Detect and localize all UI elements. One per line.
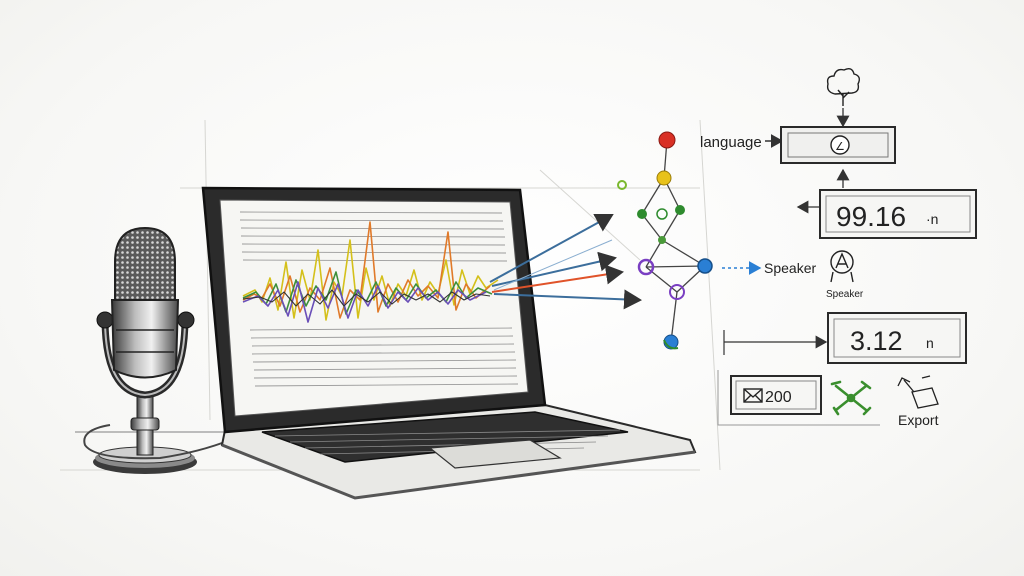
waveform-dark [242, 289, 491, 307]
node-purple-left [637, 258, 655, 276]
tree-icon [826, 67, 861, 106]
microphone [83, 226, 231, 474]
mail-icon [743, 388, 763, 403]
export-icon [897, 375, 939, 409]
arrow-to-green-node [489, 213, 614, 283]
value-2-unit: n [926, 335, 934, 351]
top-box-symbol: ∠ [835, 141, 845, 153]
waveform-purple [242, 281, 487, 323]
speaker-caption: Speaker [826, 289, 864, 300]
node-green-right [675, 205, 685, 215]
node-blue-right [697, 258, 713, 274]
tools-icon [830, 380, 872, 416]
laptop [201, 186, 697, 500]
node-yellow [656, 170, 672, 186]
node-green-hollow [656, 208, 668, 220]
screen-text-lines [239, 211, 519, 387]
value-1-unit: ·n [926, 211, 938, 227]
node-bottom-accent [663, 339, 679, 350]
arrow-to-purple-node [491, 251, 617, 287]
value-box-1 [819, 189, 977, 239]
value-2-number: 3.12 [850, 326, 903, 356]
arrow-to-lower-node [493, 289, 642, 310]
node-green-small [617, 180, 627, 190]
waveforms [242, 221, 499, 323]
file-box [730, 375, 822, 415]
label-export: Export [898, 412, 939, 428]
speaker-badge-icon [830, 250, 854, 283]
node-purple-low [669, 284, 685, 300]
node-center [658, 236, 666, 244]
node-red [658, 131, 676, 149]
node-green-left [637, 209, 647, 219]
file-box-value: 200 [765, 389, 792, 406]
value-box-2 [827, 312, 967, 364]
graph-network [617, 131, 713, 350]
label-speaker: Speaker [764, 260, 816, 276]
value-1-number: 99.16 [836, 201, 906, 232]
label-language: language [700, 134, 762, 151]
file-area-frame [717, 370, 880, 426]
data-arrows [489, 213, 642, 310]
top-box [780, 126, 896, 164]
arrow-orange [491, 264, 624, 293]
